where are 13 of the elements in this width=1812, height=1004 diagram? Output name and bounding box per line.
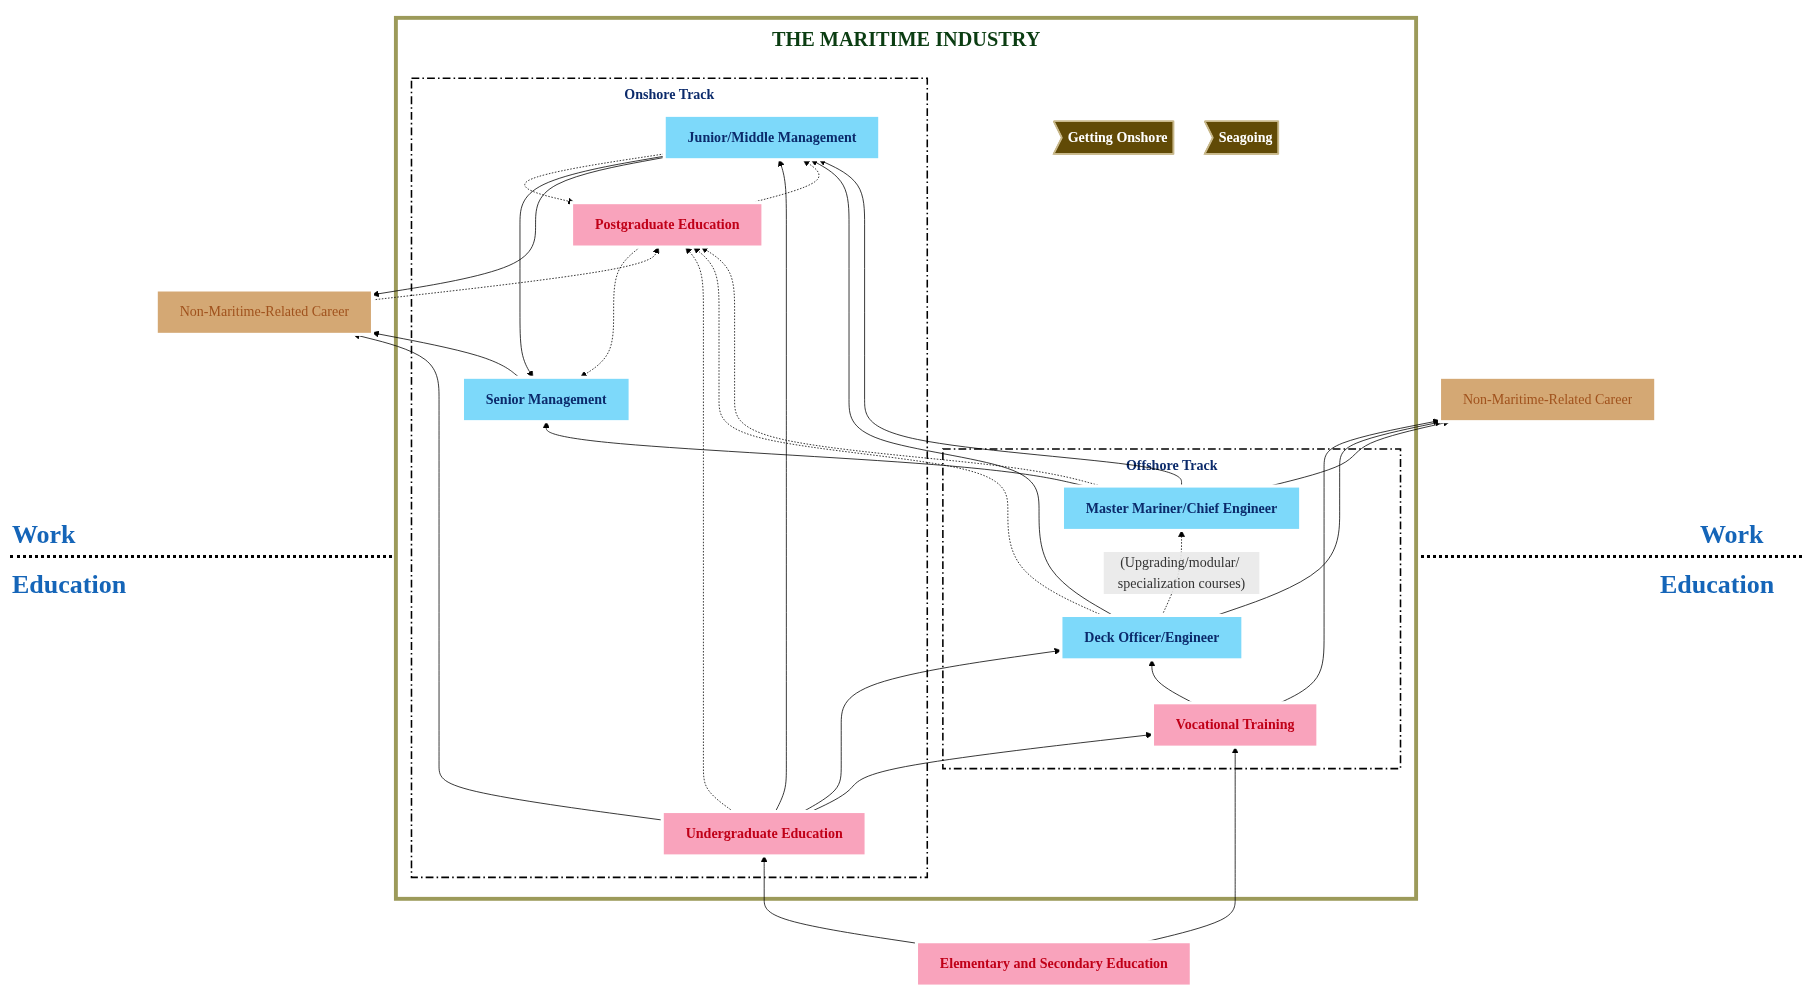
- zone-label: Education: [12, 570, 127, 600]
- zone-label: Work: [12, 520, 76, 550]
- node-box: Non-Maritime-Related Career: [154, 288, 375, 336]
- node-box: Non-Maritime-Related Career: [1437, 375, 1658, 424]
- node-box: Deck Officer/Engineer: [1059, 613, 1245, 662]
- node-box: Postgraduate Education: [570, 201, 765, 249]
- node-box: Junior/Middle Management: [662, 113, 882, 162]
- edge-label: (Upgrading/modular/ specialization courses): [1117, 554, 1246, 591]
- node-box: Undergraduate Education: [660, 809, 868, 858]
- node-box: Elementary and Secondary Education: [914, 940, 1193, 988]
- zone-label: Education: [1660, 570, 1775, 600]
- node-box: Vocational Training: [1150, 701, 1320, 749]
- zone-label: Work: [1700, 520, 1764, 550]
